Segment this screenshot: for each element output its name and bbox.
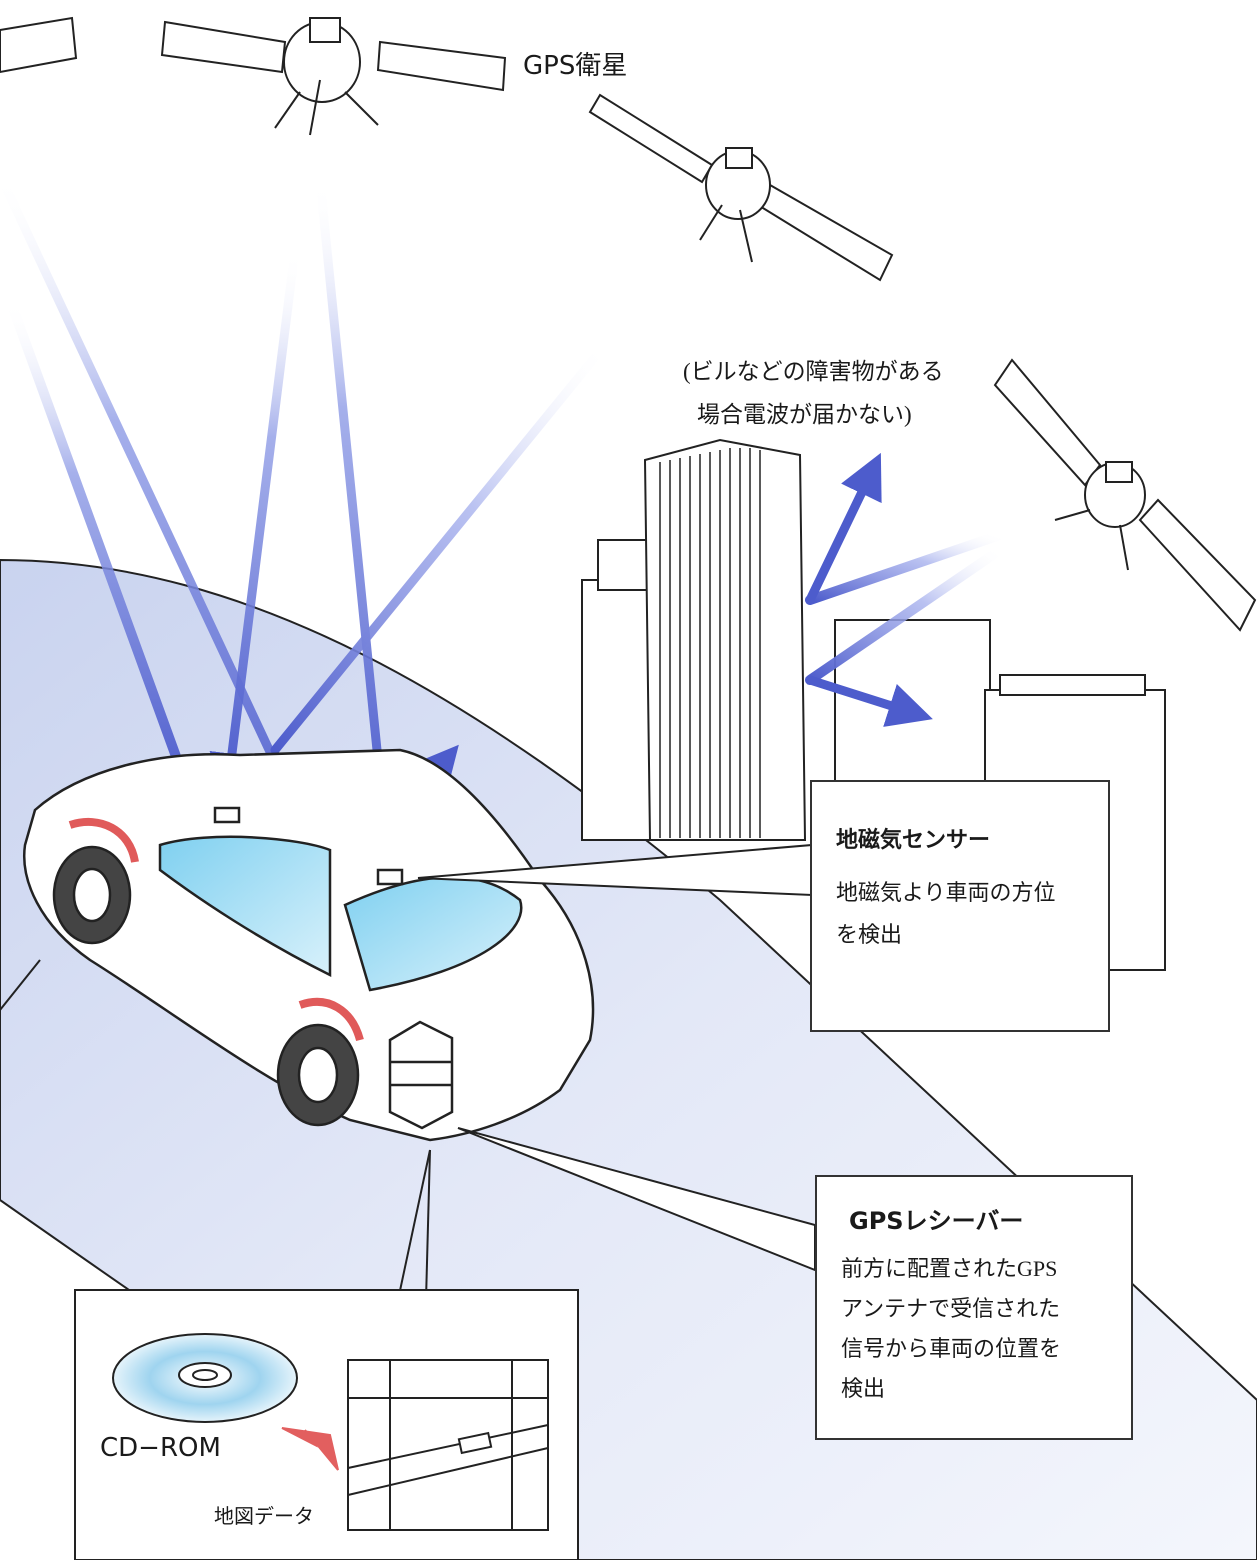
blocked-beam xyxy=(805,530,1005,605)
gps-receiver-description: 前方に配置されたGPS アンテナで受信された 信号から車両の位置を 検出 xyxy=(841,1256,1062,1401)
map-icon xyxy=(347,1359,549,1531)
cd-rom-label: CD−ROM xyxy=(100,1433,221,1463)
gps-receiver-title: GPSレシーバー xyxy=(849,1207,1024,1235)
car-icon xyxy=(23,748,595,1142)
blocked-beam xyxy=(805,452,882,605)
satellite-icon xyxy=(0,16,1257,632)
obstacle-note-line2: 場合電波が届かない) xyxy=(697,402,912,427)
signal-beam xyxy=(270,340,610,755)
signal-beam xyxy=(315,175,390,835)
gps-receiver-box: GPSレシーバー 前方に配置されたGPS アンテナで受信された 信号から車両の位… xyxy=(815,1175,1133,1440)
wheel-arrow xyxy=(298,997,364,1042)
map-data-box-art xyxy=(74,1289,579,1560)
geomagnetic-sensor-description: 地磁気より車両の方位 を検出 xyxy=(836,880,1056,947)
windshield xyxy=(158,835,332,978)
geomagnetic-sensor-unit xyxy=(376,868,404,886)
gps-receiver-unit xyxy=(388,1020,454,1130)
signal-beam xyxy=(209,245,300,799)
obstacle-note-line1: (ビルなどの障害物がある xyxy=(683,359,944,384)
geomagnetic-sensor-title: 地磁気センサー xyxy=(836,828,991,853)
map-data-label: 地図データ xyxy=(214,1506,314,1528)
antenna xyxy=(213,806,241,824)
signal-beams xyxy=(0,170,1005,885)
blocked-beam xyxy=(805,545,1005,685)
wheel-arrow xyxy=(68,817,139,863)
signal-beam xyxy=(5,295,202,810)
geomagnetic-sensor-box: 地磁気センサー 地磁気より車両の方位 を検出 xyxy=(810,780,1110,1032)
blocked-beam xyxy=(805,675,933,727)
gps-satellite-label: GPS衛星 xyxy=(523,51,628,81)
wheel-rotation-arrows xyxy=(68,817,364,1042)
arrow-to-map xyxy=(281,1427,339,1471)
